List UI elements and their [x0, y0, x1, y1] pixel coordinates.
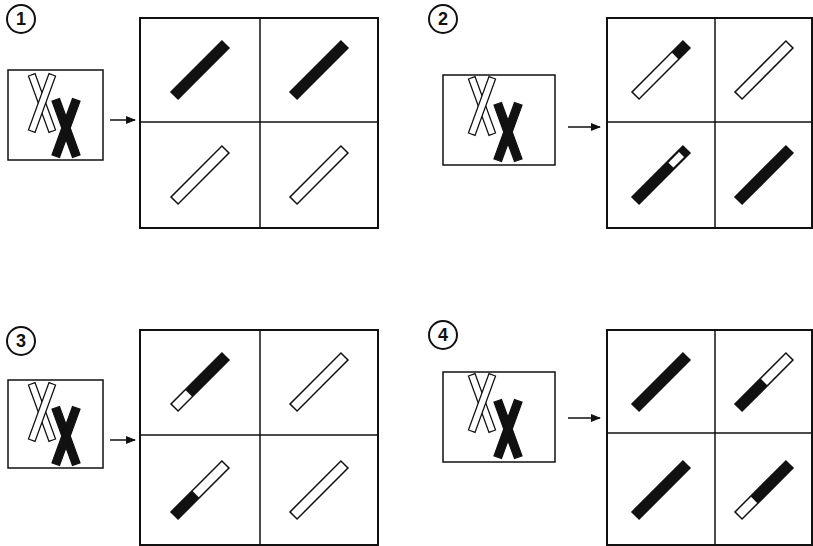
panel-number: 3 [16, 332, 26, 350]
panel-number-circle: 3 [6, 326, 36, 356]
panel-number-circle: 4 [428, 320, 458, 350]
panel-number-circle: 2 [428, 4, 458, 34]
panel-number: 1 [16, 10, 26, 28]
panel-number: 4 [438, 326, 448, 344]
panel-number-circle: 1 [6, 4, 36, 34]
panel-number: 2 [438, 10, 448, 28]
